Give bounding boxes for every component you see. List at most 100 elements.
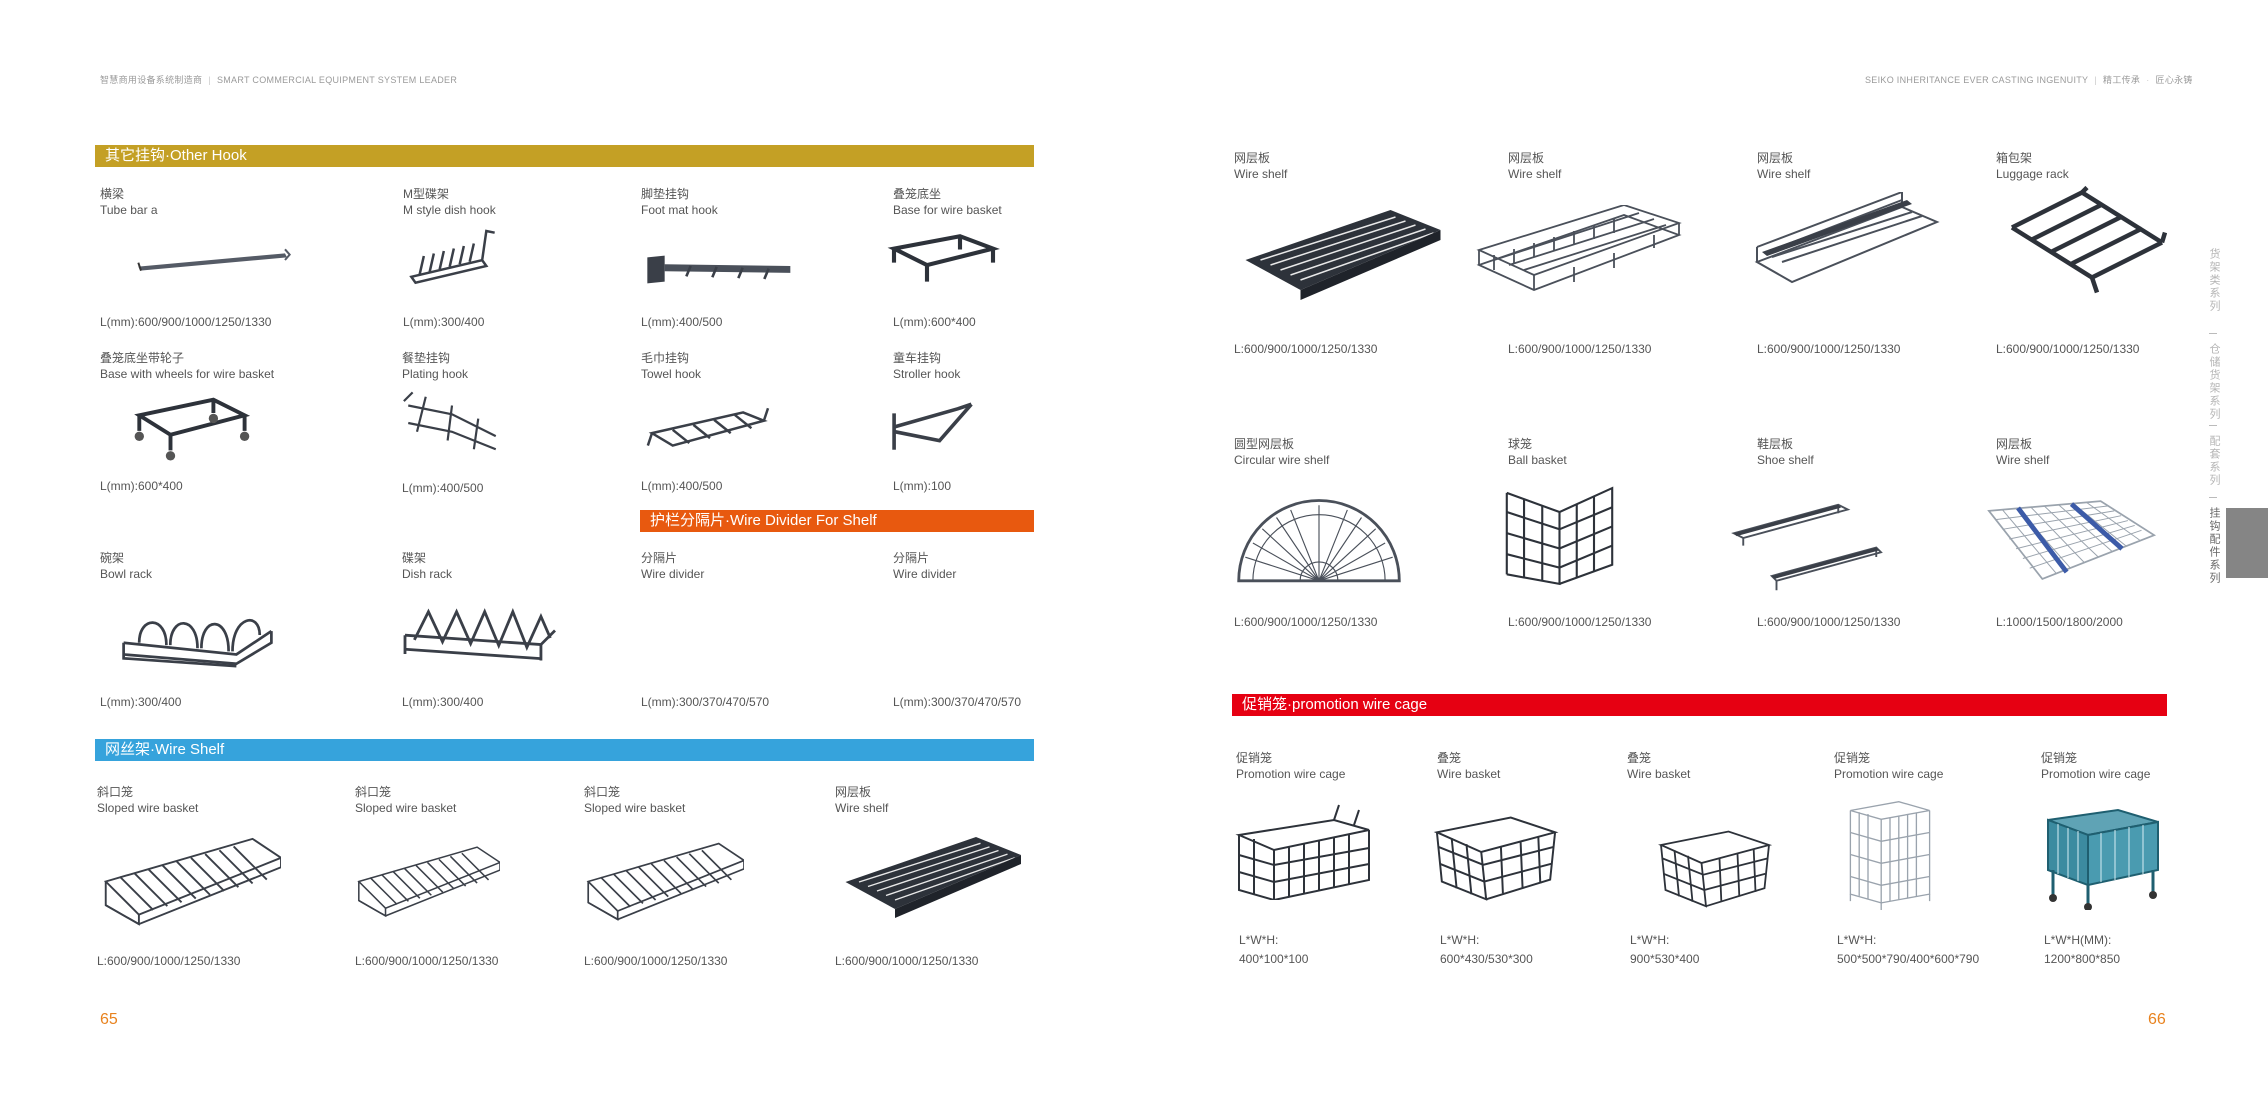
product-size: L:600/900/1000/1250/1330 (1757, 342, 1901, 356)
product-name-en: Foot mat hook (641, 203, 718, 217)
product-size: L:600/900/1000/1250/1330 (1234, 342, 1378, 356)
product-name-cn: 脚垫挂钩 (641, 187, 690, 201)
foot-mat-hook-icon (645, 254, 792, 285)
product-size: L(mm):400/500 (641, 479, 723, 493)
page-number-right: 66 (2148, 1011, 2166, 1028)
product-size: L:600/900/1000/1250/1330 (1234, 615, 1378, 629)
product-size: L:600/900/1000/1250/1330 (355, 954, 499, 968)
sloped-basket-icon (357, 846, 500, 917)
product-size: L(mm):600/900/1000/1250/1330 (100, 315, 272, 329)
product-name-en: Ball basket (1508, 453, 1567, 467)
dimension-label: L*W*H: (1837, 933, 1877, 947)
product-name-cn: 斜口笼 (355, 785, 392, 799)
bowl-rack-icon (121, 618, 274, 668)
product-name-cn: 网层板 (835, 785, 872, 799)
product-name-cn: 叠笼底坐带轮子 (100, 351, 185, 365)
product-name-en: Wire shelf (1996, 453, 2050, 467)
stroller-hook-icon (892, 402, 974, 452)
product-size: L(mm):300/370/470/570 (641, 695, 770, 709)
product-name-en: Wire basket (1437, 767, 1501, 781)
grid-shelf-icon (1984, 495, 2159, 585)
product-name-cn: 网层板 (1508, 151, 1545, 165)
product-name-en: Wire shelf (835, 801, 889, 815)
dimension-label: L*W*H: (1239, 933, 1279, 947)
product-name-cn: 箱包架 (1996, 151, 2033, 165)
sloped-basket-icon (104, 837, 281, 926)
page-number-left: 65 (100, 1011, 118, 1028)
product-size: L:600/900/1000/1250/1330 (1757, 615, 1901, 629)
product-name-en: Sloped wire basket (97, 801, 199, 815)
product-name-cn: 毛巾挂钩 (641, 351, 690, 365)
dimension-value: 1200*800*850 (2044, 952, 2121, 966)
wire-shelf-icon (844, 836, 1021, 919)
plating-hook-icon (402, 391, 497, 451)
product-name-en: Wire shelf (1234, 167, 1288, 181)
product-size: L(mm):600*400 (100, 479, 183, 493)
side-nav-hooks[interactable]: 挂钩配件系列 (2208, 507, 2220, 585)
product-name-en: Stroller hook (893, 367, 961, 381)
product-name-cn: 斜口笼 (97, 785, 134, 799)
product-name-cn: 分隔片 (893, 551, 930, 565)
product-name-en: Base with wheels for wire basket (100, 367, 275, 381)
product-name-en: Bowl rack (100, 567, 153, 581)
dimension-label: L*W*H: (1630, 933, 1670, 947)
product-size: L:600/900/1000/1250/1330 (97, 954, 241, 968)
product-name-cn: 碟架 (402, 551, 427, 565)
side-nav-divider (2209, 497, 2217, 498)
product-name-cn: 球笼 (1508, 437, 1533, 451)
product-size: L(mm):300/370/470/570 (893, 695, 1022, 709)
product-name-en: Wire divider (641, 567, 705, 581)
wire-divider-icon (875, 603, 1010, 673)
product-name-en: Wire shelf (1757, 167, 1811, 181)
product-size: L:600/900/1000/1250/1330 (835, 954, 979, 968)
dimension-label: L*W*H(MM): (2044, 933, 2112, 947)
stacking-basket-icon (1435, 816, 1557, 901)
wheeled-base-icon (110, 388, 270, 466)
product-name-en: Sloped wire basket (584, 801, 686, 815)
side-nav-storage[interactable]: 仓储货架系列 (2208, 343, 2220, 421)
side-nav-divider (2209, 425, 2217, 426)
product-name-en: Wire divider (893, 567, 957, 581)
side-nav-shelving[interactable]: 货架类系列 (2208, 248, 2220, 313)
product-size: L:1000/1500/1800/2000 (1996, 615, 2123, 629)
dimension-value: 500*500*790/400*600*790 (1837, 952, 1980, 966)
product-name-cn: 分隔片 (641, 551, 678, 565)
product-name-en: Towel hook (641, 367, 702, 381)
product-name-en: Luggage rack (1996, 167, 2069, 181)
product-name-cn: 鞋层板 (1757, 437, 1794, 451)
product-name-cn: 叠笼 (1627, 751, 1652, 765)
dimension-value: 600*430/530*300 (1440, 952, 1533, 966)
product-name-en: Tube bar a (100, 203, 158, 217)
side-nav-active-tab (2226, 508, 2268, 578)
wire-shelf-basket-icon (1478, 205, 1680, 291)
dimension-value: 400*100*100 (1239, 952, 1309, 966)
product-size: L:600/900/1000/1250/1330 (584, 954, 728, 968)
product-name-en: Base for wire basket (893, 203, 1002, 217)
product-size: L(mm):100 (893, 479, 952, 493)
wire-shelf-icon (1244, 209, 1442, 301)
product-name-cn: 童车挂钩 (893, 351, 942, 365)
circular-shelf-icon (1237, 499, 1401, 583)
side-nav-accessories[interactable]: 配套系列 (2208, 435, 2220, 487)
